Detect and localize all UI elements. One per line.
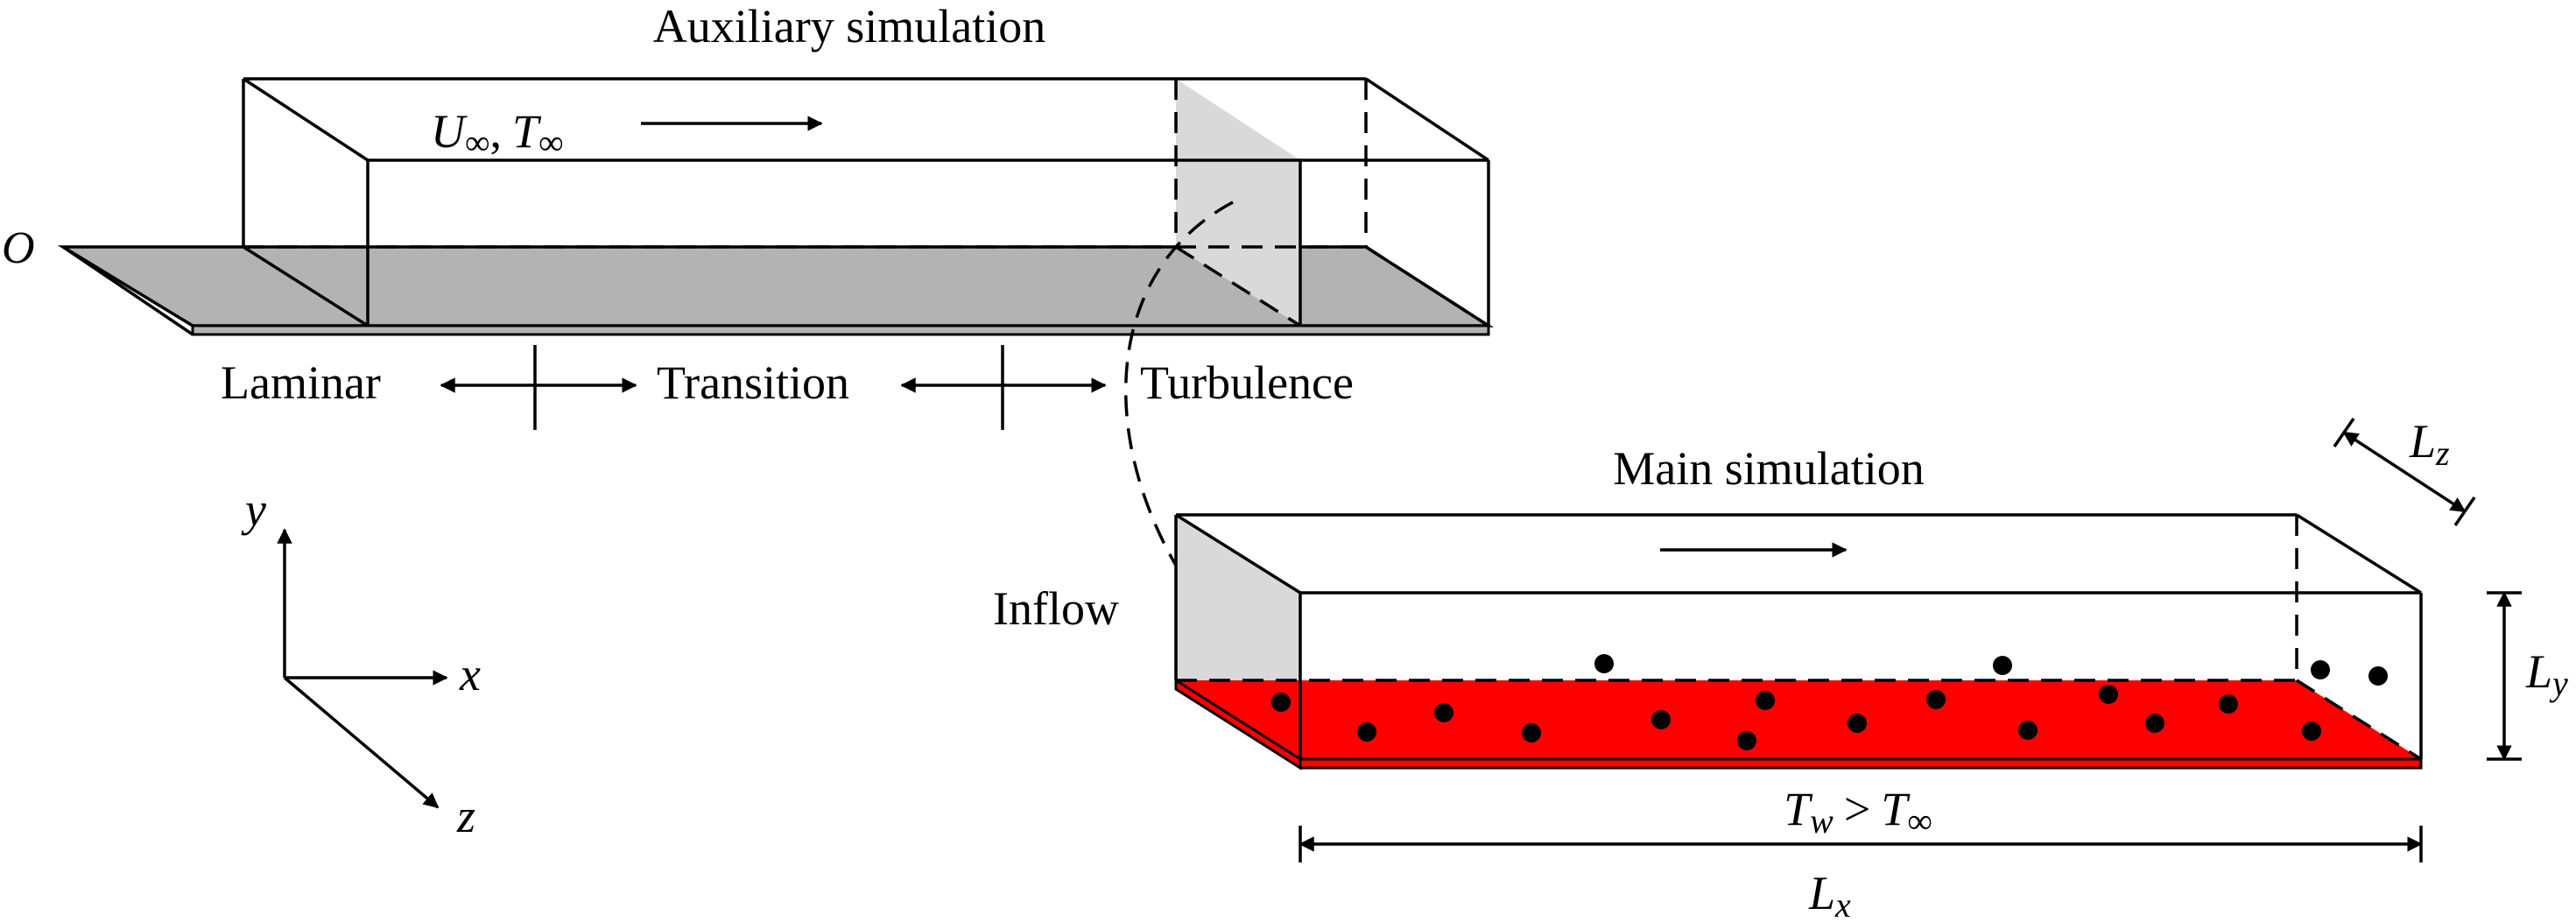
particle <box>1756 691 1775 710</box>
particle <box>1594 654 1614 673</box>
particle <box>1357 722 1376 742</box>
auxiliary-simulation: O Auxiliary simulation U∞,T∞ Laminar Tra… <box>2 0 1494 430</box>
main-box-right-bottom <box>2296 679 2422 761</box>
particle <box>1271 693 1291 712</box>
particle <box>1522 723 1541 743</box>
coordinate-axes: y x z <box>241 483 481 842</box>
lz-main: L <box>2409 415 2436 468</box>
region-transition: Transition <box>657 356 849 409</box>
wall-rel: > <box>1844 783 1870 835</box>
freestream-u: U <box>431 105 468 158</box>
lz-dimension <box>2342 431 2467 513</box>
freestream-sep: , <box>490 105 503 158</box>
z-axis <box>283 676 440 809</box>
main-simulation: Main simulation Inflow Tw>T∞ Lx Ly Lz <box>993 415 2568 922</box>
particle <box>1993 656 2012 675</box>
inflow-label: Inflow <box>993 582 1119 635</box>
particle <box>1651 710 1671 729</box>
freestream-label: U∞,T∞ <box>431 105 564 162</box>
lx-label: Lx <box>1808 867 1851 922</box>
ly-main: L <box>2525 645 2552 698</box>
heated-wall <box>1176 680 2421 759</box>
heated-wall-edge <box>1299 757 2423 770</box>
lz-sub: z <box>2435 433 2450 473</box>
particle <box>2018 721 2038 740</box>
aux-title: Auxiliary simulation <box>653 0 1045 53</box>
particle <box>1926 690 1946 709</box>
x-axis-label: x <box>459 648 481 700</box>
wall-temp-sub: w <box>1810 801 1833 841</box>
freestream-temp-sub: ∞ <box>1907 801 1932 841</box>
freestream-t-sub: ∞ <box>538 123 564 162</box>
lx-main: L <box>1808 867 1835 919</box>
particle <box>2219 694 2238 714</box>
lx-sub: x <box>1834 885 1851 922</box>
y-axis-label: y <box>241 483 266 536</box>
wall-condition-label: Tw>T∞ <box>1784 783 1932 841</box>
ly-sub: y <box>2549 664 2568 703</box>
aux-box-left-bottom <box>243 245 369 327</box>
aux-box-right-top <box>1365 77 1489 162</box>
ly-label: Ly <box>2525 645 2568 703</box>
aux-plane-bottom-edge <box>1175 245 1301 327</box>
inflow-transfer-arrow <box>1124 201 1235 645</box>
aux-box-right-bottom <box>1365 245 1489 327</box>
wall-temp: T <box>1784 783 1813 835</box>
particle <box>1848 714 1867 733</box>
lz-label: Lz <box>2409 415 2450 473</box>
particle <box>2311 660 2330 679</box>
main-box-right-top <box>2296 513 2422 595</box>
region-laminar: Laminar <box>221 356 381 409</box>
particles <box>1271 654 2388 750</box>
particle <box>2368 666 2388 686</box>
freestream-t: T <box>512 105 542 158</box>
main-box-left-top <box>1175 513 1301 595</box>
z-axis-label: z <box>456 790 475 842</box>
particle <box>2145 714 2164 733</box>
freestream-u-sub: ∞ <box>465 123 490 162</box>
origin-label: O <box>2 223 35 273</box>
main-title: Main simulation <box>1613 442 1924 495</box>
aux-plate-edge <box>191 324 1490 336</box>
extraction-plane <box>1176 79 1300 326</box>
particle <box>1737 731 1756 750</box>
particle <box>2099 685 2118 704</box>
aux-plate-front-edge <box>62 245 194 336</box>
region-turbulence: Turbulence <box>1140 356 1354 409</box>
particle <box>2302 721 2321 741</box>
particle <box>1434 703 1453 722</box>
heated-wall-side <box>1174 678 1302 771</box>
aux-box-left-top <box>243 77 369 162</box>
freestream-temp: T <box>1881 783 1911 835</box>
